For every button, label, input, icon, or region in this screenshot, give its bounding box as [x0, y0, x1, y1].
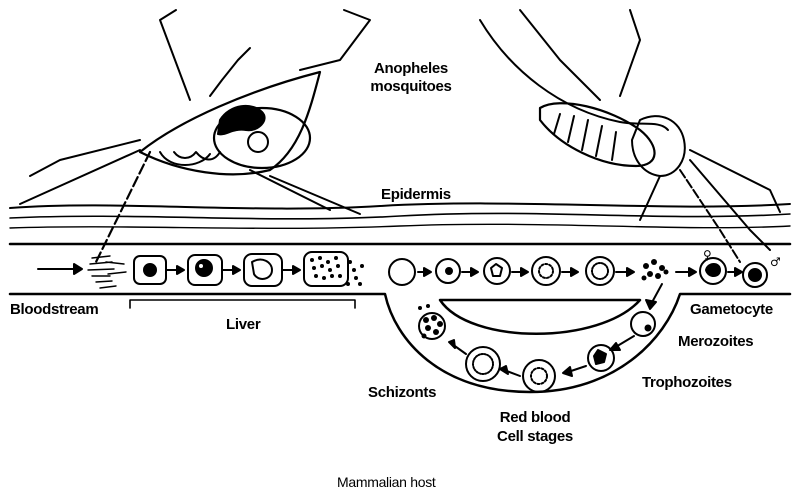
liver-label: Liver [226, 316, 260, 333]
liver-bracket [130, 300, 355, 308]
schizonts-label: Schizonts [368, 384, 436, 401]
male-symbol: ♂ [770, 255, 781, 269]
bloodstream-arrow [38, 264, 82, 274]
schizont-burst [418, 304, 445, 339]
rbc-stages-label: Red blood Cell stages [470, 408, 600, 446]
bloodstream-label: Bloodstream [10, 301, 98, 318]
mosquito-label-line1: Anopheles [356, 60, 466, 78]
liver-stage-cells [134, 252, 364, 286]
host-label: Mammalian host [337, 474, 436, 490]
merozoite-burst [642, 259, 669, 281]
left-mosquito [20, 10, 370, 262]
female-symbol: ♀ [703, 248, 712, 262]
blood-vessel [10, 244, 790, 392]
epidermis-layers [10, 203, 790, 228]
merozoites-label: Merozoites [678, 333, 753, 350]
rbc-stages-line2: Cell stages [470, 427, 600, 446]
rbc-stages-line1: Red blood [470, 408, 600, 427]
mosquito-label: Anopheles mosquitoes [356, 60, 466, 96]
mosquito-label-line2: mosquitoes [356, 78, 466, 96]
trophozoites-label: Trophozoites [642, 374, 732, 391]
epidermis-label: Epidermis [381, 186, 451, 203]
sporozoites [88, 256, 126, 288]
gametocyte-label: Gametocyte [690, 301, 773, 318]
